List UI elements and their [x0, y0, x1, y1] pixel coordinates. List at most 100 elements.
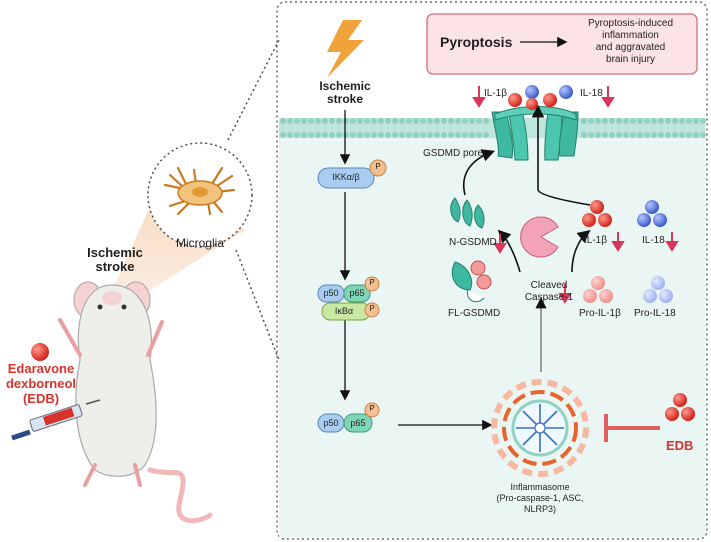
lipid-head [448, 118, 454, 124]
lipid-head [455, 132, 461, 138]
lipid-head [462, 132, 468, 138]
lipid-head [357, 118, 363, 124]
lipid-head [595, 118, 601, 124]
ikk-phospho [369, 159, 387, 177]
pro-il18-label: Pro-IL-18 [634, 308, 676, 319]
il1b-cluster [582, 200, 612, 227]
lipid-head [630, 132, 636, 138]
lipid-head [665, 118, 671, 124]
lipid-head [280, 132, 286, 138]
microglia-label: Microglia [175, 236, 224, 250]
ikk-p-label: P [375, 162, 381, 171]
edb-ball-left [31, 343, 49, 361]
lipid-head [679, 118, 685, 124]
inflammasome-line2: (Pro-caspase-1, ASC, [496, 493, 584, 503]
lipid-head [686, 132, 692, 138]
pyroptosis-label: Pyroptosis [440, 34, 513, 50]
lipid-head [315, 132, 321, 138]
pyroptosis-effect-line4: brain injury [606, 54, 655, 65]
il18-cluster [637, 200, 667, 227]
lightning-icon [327, 20, 364, 78]
lipid-head [413, 132, 419, 138]
zoom-connector-bottom [235, 249, 280, 361]
lipid-head [462, 118, 468, 124]
lipid-head [378, 132, 384, 138]
lipid-head [665, 132, 671, 138]
lipid-head [469, 132, 475, 138]
pyroptosis-effect-line2: inflammation [602, 30, 659, 41]
pro-il18-cluster [643, 276, 673, 303]
lipid-head [483, 118, 489, 124]
pro-il1b-cluster [583, 276, 613, 303]
lipid-head [441, 132, 447, 138]
edb-label: EDB [666, 438, 694, 453]
lipid-head [399, 132, 405, 138]
inflammasome-line3: NLRP3) [523, 504, 556, 514]
p65-phospho-a [364, 276, 380, 292]
inflammasome-complex [491, 379, 589, 477]
lipid-head [280, 118, 286, 124]
lipid-head [406, 132, 412, 138]
lipid-head [434, 118, 440, 124]
p50-label-b: p50 [323, 418, 339, 428]
trigger-line2: stroke [326, 92, 364, 106]
lipid-head [350, 132, 356, 138]
lipid-head [476, 118, 482, 124]
edb-molecules [665, 393, 695, 421]
released-il1b-label: IL-1β [484, 88, 507, 99]
lipid-head [364, 118, 370, 124]
arrow-il1b-to-pore [537, 189, 591, 206]
lipid-head [301, 132, 307, 138]
lipid-head [588, 118, 594, 124]
inflammasome-label: Inflammasome (Pro-caspase-1, ASC, NLRP3) [480, 482, 600, 515]
lipid-head [588, 132, 594, 138]
lipid-head [378, 118, 384, 124]
p65-p-label-a: P [369, 278, 375, 287]
lipid-head [595, 132, 601, 138]
ikk-protein [317, 167, 375, 189]
lipid-head [336, 118, 342, 124]
lipid-head [581, 118, 587, 124]
lipid-head [371, 118, 377, 124]
down-arrows [472, 86, 679, 304]
lipid-head [581, 132, 587, 138]
inflammasome-line1: Inflammasome [510, 482, 570, 492]
lipid-head [350, 118, 356, 124]
cleaved-line2: Caspase-1 [524, 292, 574, 303]
lipid-head [385, 132, 391, 138]
lipid-head [693, 118, 699, 124]
lipid-head [658, 132, 664, 138]
lipid-head [301, 118, 307, 124]
cell-membrane [279, 118, 706, 138]
lipid-head [644, 118, 650, 124]
lipid-head [693, 132, 699, 138]
lipid-head [406, 118, 412, 124]
lipid-head [392, 118, 398, 124]
lipid-head [315, 118, 321, 124]
left-title: Ischemic stroke [60, 246, 170, 274]
arrow-pro-to-il1b [571, 229, 591, 273]
lipid-head [336, 132, 342, 138]
lipid-head [602, 118, 608, 124]
cleaved-line1: Cleaved [530, 280, 568, 291]
ikk-label: IKKα/β [332, 172, 360, 182]
lipid-head [679, 132, 685, 138]
arrow-ngsdmd-to-pore [463, 149, 496, 196]
lipid-head [658, 118, 664, 124]
p65-label-a: p65 [349, 288, 365, 298]
p65-phospho-b [364, 402, 380, 418]
p65-protein-b [343, 413, 373, 433]
trigger-line1: Ischemic [319, 79, 371, 93]
arrow-fl-to-n-gsdmd [497, 229, 521, 273]
mouse-illustration [58, 281, 213, 524]
left-title-line1: Ischemic [87, 245, 143, 260]
left-title-line2: stroke [95, 259, 135, 274]
lipid-head [294, 118, 300, 124]
lipid-head [322, 132, 328, 138]
lipid-head [413, 118, 419, 124]
lipid-head [392, 132, 398, 138]
gsdmd-pore [491, 106, 579, 161]
lipid-head [448, 132, 454, 138]
pyroptosis-effect: Pyroptosis-induced inflammation and aggr… [568, 18, 693, 66]
